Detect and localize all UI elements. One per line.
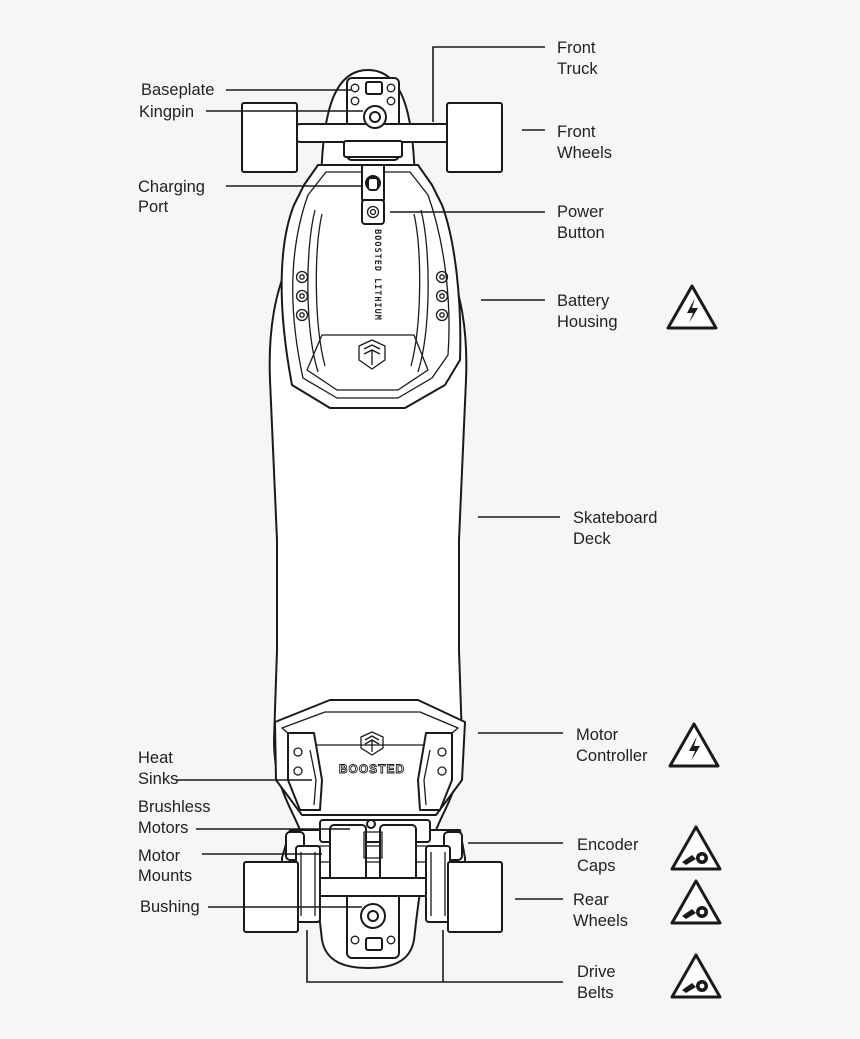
controller-brand-text: BOOSTED (339, 762, 405, 776)
front-truck (241, 77, 503, 173)
drive-belt (295, 845, 321, 923)
battery-brand-text: BOOSTED LITHIUM (372, 229, 382, 321)
charging-port (361, 164, 385, 201)
battery-housing: BOOSTED LITHIUM (280, 164, 462, 409)
electric-shock-warning-icon (666, 284, 718, 330)
pinch-hazard-warning-icon (670, 879, 722, 925)
drive-belt (425, 845, 451, 923)
battery-bolt (435, 270, 449, 322)
power-button (361, 199, 385, 225)
boosted-logo-icon (358, 339, 386, 370)
heat-sink (417, 732, 453, 811)
label-baseplate: Baseplate (141, 81, 214, 99)
pinch-hazard-warning-icon (670, 953, 722, 999)
pinch-hazard-warning-icon (670, 825, 722, 871)
front-wheel-left (241, 102, 298, 173)
motor-controller: BOOSTED (274, 699, 466, 816)
rear-wheel-right (447, 861, 503, 933)
battery-bolt (295, 270, 309, 322)
rear-truck (243, 819, 503, 959)
rear-wheel-left (243, 861, 299, 933)
front-wheel-right (446, 102, 503, 173)
leader-lines (176, 46, 563, 983)
electric-shock-warning-icon (668, 722, 720, 768)
label-bushing: Bushing (140, 898, 200, 916)
label-kingpin: Kingpin (139, 103, 194, 121)
boosted-logo-icon (360, 731, 384, 756)
